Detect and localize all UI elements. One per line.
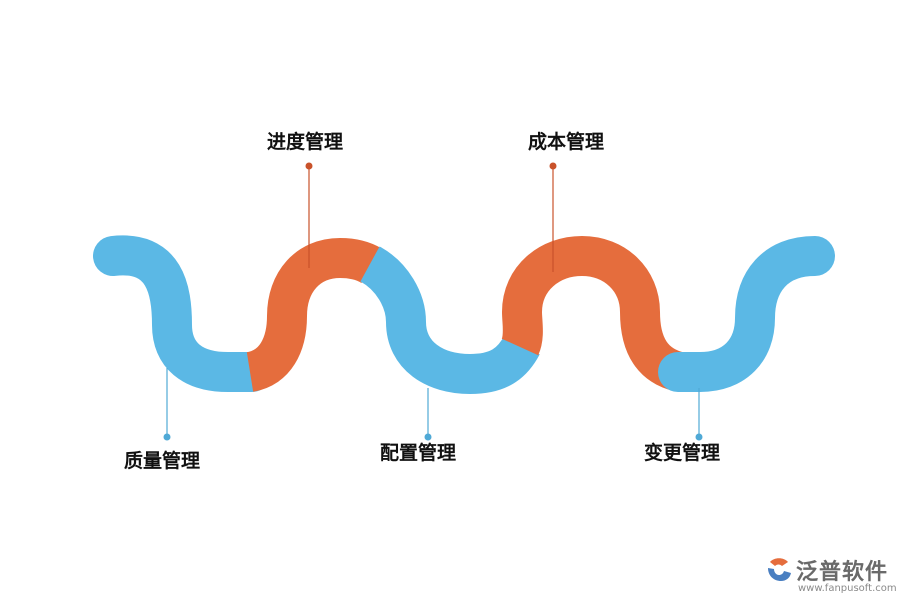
wave-segment-configuration — [359, 246, 540, 395]
connector-configuration — [424, 388, 432, 441]
wave-segment-change — [658, 236, 835, 392]
connector-change — [695, 388, 703, 441]
label-configuration-management: 配置管理 — [380, 442, 457, 464]
fanpu-logo-icon — [768, 558, 791, 581]
brand-name: 泛普软件 — [796, 560, 889, 585]
label-change-management: 变更管理 — [644, 442, 721, 464]
connector-cost — [549, 162, 557, 272]
connector-quality — [163, 368, 171, 441]
brand-url: www.fanpusoft.com — [798, 583, 897, 594]
connector-schedule — [305, 162, 313, 268]
brand-logo: 泛普软件 www.fanpusoft.com — [760, 552, 897, 596]
wave-segment-schedule — [245, 237, 383, 392]
label-cost-management: 成本管理 — [528, 131, 605, 153]
label-schedule-management: 进度管理 — [267, 131, 344, 153]
label-quality-management: 质量管理 — [124, 450, 201, 472]
wave-segment-quality — [93, 235, 272, 392]
wave-segment-cost — [501, 235, 686, 392]
